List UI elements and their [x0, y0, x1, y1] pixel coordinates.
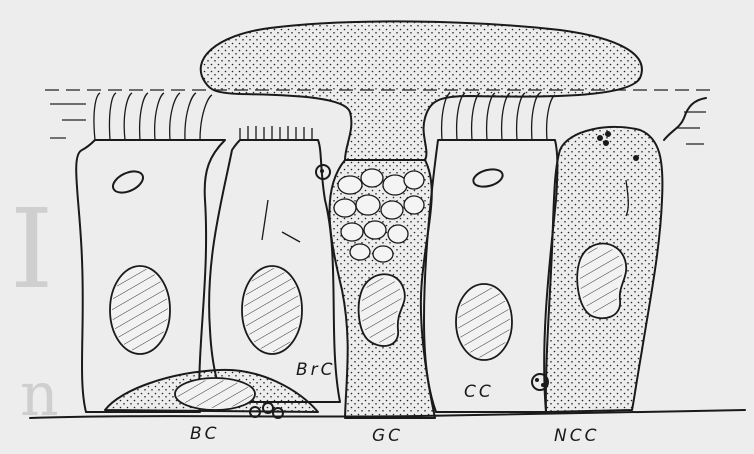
label-basal-cell: BC	[190, 424, 220, 444]
ciliated-cell-right	[424, 93, 557, 412]
goblet-cell	[330, 160, 435, 418]
ciliated-cell-left	[76, 93, 225, 412]
basal-cell	[105, 370, 318, 418]
label-brush-cell: BrC	[296, 360, 336, 380]
partial-cell-right	[664, 98, 706, 140]
non-ciliated-cell	[532, 127, 662, 412]
label-non-ciliated-cell: NCC	[554, 426, 599, 446]
label-ciliated-cell: CC	[464, 382, 494, 402]
label-goblet-cell: GC	[372, 426, 403, 446]
